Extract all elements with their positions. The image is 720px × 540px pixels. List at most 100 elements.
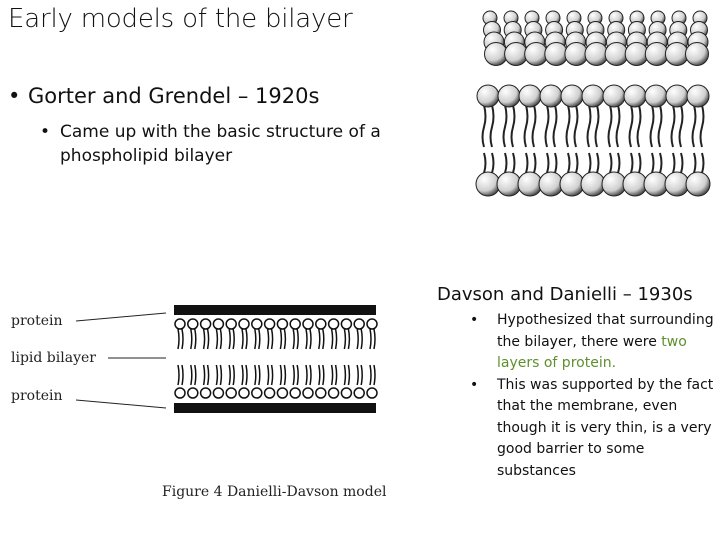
lipid-tail bbox=[672, 152, 676, 174]
lipid-tail bbox=[544, 104, 550, 148]
lipid-head bbox=[581, 84, 605, 108]
lipid-head bbox=[602, 84, 626, 108]
lipid-head bbox=[624, 42, 649, 66]
lipid-head bbox=[263, 387, 276, 399]
lipid-head bbox=[517, 171, 543, 197]
lipid-tail bbox=[651, 152, 655, 174]
lipid-head bbox=[476, 84, 500, 108]
lipid-tail bbox=[292, 364, 295, 386]
lipid-head bbox=[497, 84, 521, 108]
lipid-tail bbox=[609, 152, 613, 174]
lipid-tail bbox=[588, 152, 592, 174]
lipid-head bbox=[212, 387, 225, 399]
lipid-head bbox=[327, 318, 340, 330]
lipid-tail bbox=[296, 328, 299, 350]
lipid-head bbox=[644, 84, 668, 108]
lipid-head bbox=[564, 42, 589, 66]
lipid-tail bbox=[628, 104, 634, 148]
protein-layer bbox=[174, 305, 376, 315]
lipid-head bbox=[238, 387, 250, 399]
lipid-tail bbox=[489, 104, 495, 148]
lipid-head bbox=[538, 171, 564, 197]
label-leader-line bbox=[75, 312, 167, 322]
lipid-head bbox=[212, 318, 225, 330]
lipid-tail bbox=[481, 104, 487, 148]
lipid-tail bbox=[586, 104, 592, 148]
davson-danielli-list: • Hypothesized that surrounding the bila… bbox=[470, 310, 715, 482]
lipid-head bbox=[366, 387, 378, 399]
lipid-tail bbox=[691, 104, 697, 148]
lipid-tail bbox=[228, 364, 231, 386]
lipid-head bbox=[276, 387, 289, 399]
lipid-head bbox=[238, 318, 250, 330]
lipid-head bbox=[187, 318, 199, 330]
lipid-head bbox=[622, 171, 648, 197]
lipid-tail bbox=[309, 364, 312, 386]
lipid-tail bbox=[322, 364, 325, 386]
lipid-tail bbox=[241, 328, 244, 350]
lipid-tail bbox=[491, 152, 495, 174]
lipid-head bbox=[289, 387, 301, 399]
lipid-tail bbox=[347, 364, 351, 386]
lipid-tail bbox=[266, 364, 270, 386]
lipid-tail bbox=[254, 364, 257, 386]
lipid-tail bbox=[343, 364, 347, 386]
lipid-head bbox=[251, 318, 263, 330]
lipid-tail bbox=[177, 328, 180, 350]
lipid-tail bbox=[283, 328, 287, 350]
lipid-tail bbox=[245, 328, 248, 350]
danielli-davson-diagram bbox=[75, 305, 378, 413]
lipid-head bbox=[604, 42, 629, 66]
lipid-tail bbox=[347, 328, 351, 350]
lipid-tail bbox=[504, 152, 508, 174]
lipid-tail bbox=[305, 364, 308, 386]
lipid-head bbox=[340, 387, 353, 399]
lipid-tail bbox=[343, 328, 347, 350]
lipid-tail bbox=[194, 364, 197, 386]
bullet-marker: • bbox=[470, 312, 479, 328]
lipid-head bbox=[623, 84, 647, 108]
figure-caption: Figure 4 Danielli-Davson model bbox=[162, 484, 387, 500]
lipid-tail bbox=[177, 364, 180, 386]
lipid-head bbox=[353, 318, 365, 330]
protein-layer bbox=[174, 403, 376, 413]
lipid-head bbox=[544, 42, 569, 66]
lipid-tail bbox=[254, 328, 257, 350]
lipid-head bbox=[225, 318, 237, 330]
lipid-head bbox=[496, 171, 522, 197]
lipid-head bbox=[665, 84, 689, 108]
lipid-head bbox=[504, 42, 529, 66]
lipid-tail bbox=[181, 328, 184, 350]
lipid-tail bbox=[330, 328, 334, 350]
lipid-tail bbox=[318, 364, 321, 386]
lipid-head bbox=[559, 171, 585, 197]
lipid-tail bbox=[215, 328, 219, 350]
lipid-tail bbox=[523, 104, 529, 148]
list-item-text: This was supported by the fact that the … bbox=[497, 376, 714, 479]
lipid-tail bbox=[373, 364, 376, 386]
lipid-tail bbox=[567, 152, 571, 174]
lipid-tail bbox=[190, 364, 193, 386]
lipid-tail bbox=[279, 328, 283, 350]
list-item-text: Hypothesized that surrounding the bilaye… bbox=[497, 310, 715, 375]
lipid-tail bbox=[369, 364, 372, 386]
lipid-head bbox=[644, 42, 669, 66]
lipid-head bbox=[475, 171, 501, 197]
lipid-tail bbox=[657, 104, 663, 148]
lipid-head bbox=[601, 171, 627, 197]
lipid-tail bbox=[318, 328, 321, 350]
lipid-tail bbox=[596, 152, 600, 174]
lipid-head bbox=[524, 42, 549, 66]
lipid-head bbox=[685, 171, 711, 197]
lipid-tail bbox=[502, 104, 508, 148]
lipid-head bbox=[199, 387, 212, 399]
bullet-marker: • bbox=[8, 84, 21, 108]
label-protein-top: protein bbox=[11, 313, 63, 329]
lipid-tail bbox=[181, 364, 184, 386]
lipid-tail bbox=[322, 328, 325, 350]
lipid-tail bbox=[670, 104, 676, 148]
lipid-tail bbox=[638, 152, 642, 174]
lipid-head bbox=[685, 42, 709, 66]
lipid-tail bbox=[617, 152, 621, 174]
lipid-tail bbox=[309, 328, 312, 350]
